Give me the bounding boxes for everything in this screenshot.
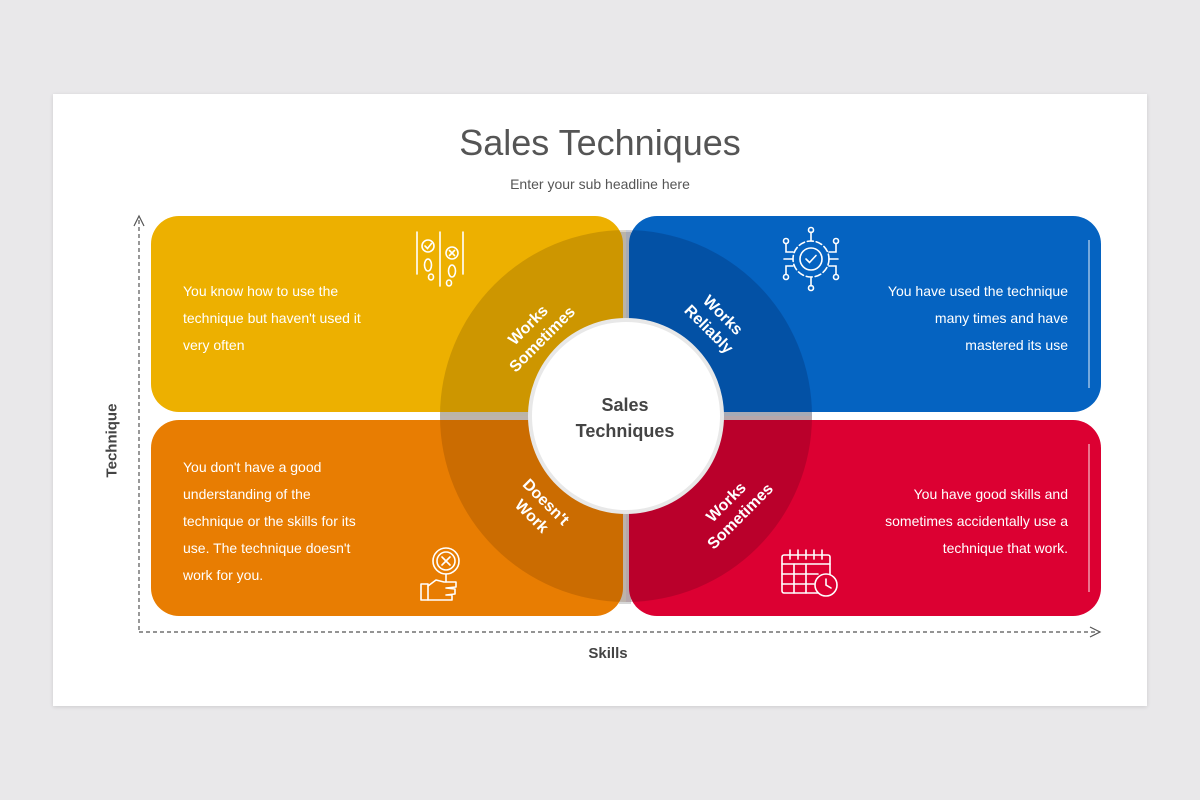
center-circle [532, 322, 720, 510]
page-subtitle: Enter your sub headline here [510, 176, 690, 192]
ring-sector-top-left [440, 230, 626, 416]
text-line: very often [183, 337, 245, 353]
quadrant-top-left-text: You know how to use the technique but ha… [183, 278, 403, 359]
x-axis-arrow [1089, 626, 1102, 638]
calendar-clock-icon [781, 549, 838, 597]
text-line: technique or the skills for its [183, 513, 356, 529]
text-line: many times and have [934, 310, 1068, 326]
footsteps-check-icon [416, 231, 464, 287]
text-line: technique but haven't used it [183, 310, 361, 326]
text-line: You have used the technique [887, 283, 1068, 299]
ring-sector-bottom-left [440, 416, 626, 602]
y-axis-label: Technique [103, 403, 121, 478]
quadrant-top-right-text: You have used the technique many times a… [848, 278, 1068, 359]
center-label-line: Techniques [575, 421, 675, 441]
gear-check-icon [782, 226, 840, 292]
center-label-line: Sales [601, 395, 649, 415]
quadrant-bottom-right-text: You have good skills and sometimes accid… [848, 481, 1068, 562]
ring-sector-bottom-right [626, 416, 812, 602]
center-label: Sales Techniques [540, 392, 710, 444]
y-axis-arrow [133, 214, 145, 227]
quadrant-bottom-left [151, 420, 623, 616]
text-line: You don't have a good [183, 459, 322, 475]
quadrant-bottom-left-text: You don't have a good understanding of t… [183, 454, 403, 589]
text-line: mastered its use [965, 337, 1068, 353]
text-line: understanding of the [183, 486, 311, 502]
ring-overlay [440, 230, 812, 602]
text-line: technique that work. [942, 540, 1068, 556]
ring-sector-top-right [626, 230, 812, 416]
x-axis-label: Skills [588, 645, 628, 662]
quadrant-top-left [151, 216, 623, 412]
axes [133, 214, 1102, 638]
text-line: You have good skills and [913, 486, 1068, 502]
text-line: use. The technique doesn't [183, 540, 351, 556]
page-title: Sales Techniques [459, 122, 741, 163]
hand-magnifier-x-icon [420, 547, 460, 601]
text-line: sometimes accidentally use a [885, 513, 1068, 529]
quadrant-bottom-right [629, 420, 1101, 616]
text-line: work for you. [183, 567, 264, 583]
quadrant-top-right [629, 216, 1101, 412]
text-line: You know how to use the [183, 283, 339, 299]
